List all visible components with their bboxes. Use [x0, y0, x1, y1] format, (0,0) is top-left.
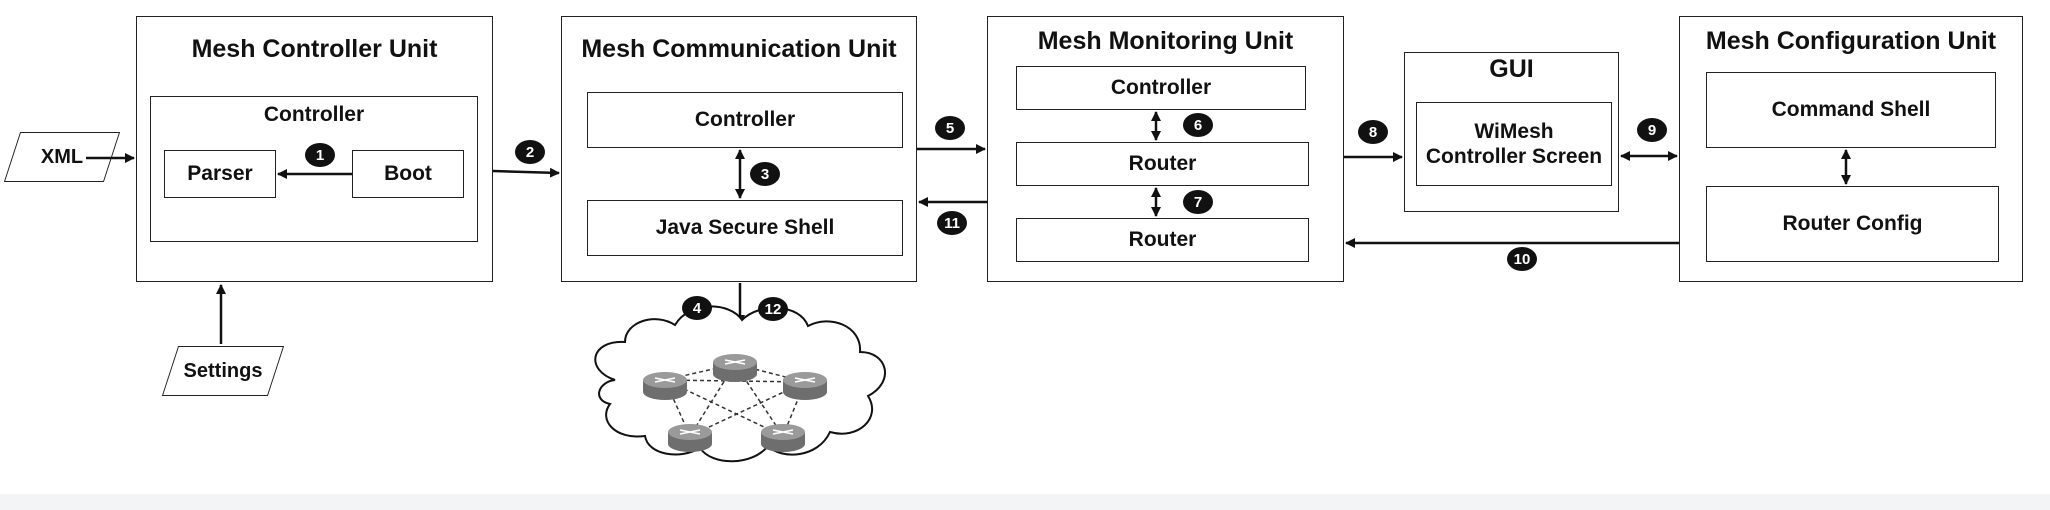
step-badge-3: 3	[750, 162, 780, 186]
step-badge-1: 1	[305, 143, 335, 167]
monitor-controller-box: Controller	[1016, 66, 1306, 110]
gui-title: GUI	[1489, 55, 1534, 83]
arrow-controller-to-communication	[492, 167, 560, 178]
mesh-controller-unit-title: Mesh Controller Unit	[191, 35, 438, 63]
command-shell-box: Command Shell	[1706, 72, 1996, 148]
monitor-router-box-1: Router	[1016, 142, 1309, 186]
java-secure-shell-box: Java Secure Shell	[587, 200, 903, 256]
router-config-box: Router Config	[1706, 186, 1999, 262]
step-badge-10: 10	[1507, 247, 1537, 271]
step-badge-6: 6	[1183, 113, 1213, 137]
mesh-configuration-unit-title: Mesh Configuration Unit	[1705, 27, 1997, 55]
mesh-network-cloud-icon	[594, 305, 886, 463]
monitor-router-box-2: Router	[1016, 218, 1309, 262]
wimesh-controller-screen: WiMesh Controller Screen	[1416, 102, 1612, 186]
mesh-monitoring-unit-title: Mesh Monitoring Unit	[1037, 27, 1294, 55]
step-badge-8: 8	[1358, 120, 1388, 144]
settings-input: Settings	[161, 346, 285, 396]
comm-controller-box: Controller	[587, 92, 903, 148]
step-badge-11: 11	[937, 211, 967, 235]
step-badge-2: 2	[515, 140, 545, 164]
step-badge-4: 4	[682, 296, 712, 320]
step-badge-5: 5	[935, 116, 965, 140]
router-icon	[643, 354, 827, 452]
step-badge-7: 7	[1183, 190, 1213, 214]
boot-box: Boot	[352, 150, 464, 198]
xml-input-label: XML	[40, 145, 84, 168]
diagram-canvas: XML Settings Mesh Controller Unit Contro…	[0, 0, 2050, 494]
controller-inner-title: Controller	[263, 103, 365, 126]
mesh-communication-unit-title: Mesh Communication Unit	[581, 35, 897, 63]
parser-box: Parser	[164, 150, 276, 198]
settings-input-label: Settings	[183, 359, 263, 382]
xml-input: XML	[3, 132, 121, 182]
connector-arrows	[86, 111, 1851, 463]
step-badge-12: 12	[758, 297, 788, 321]
step-badge-9: 9	[1637, 118, 1667, 142]
